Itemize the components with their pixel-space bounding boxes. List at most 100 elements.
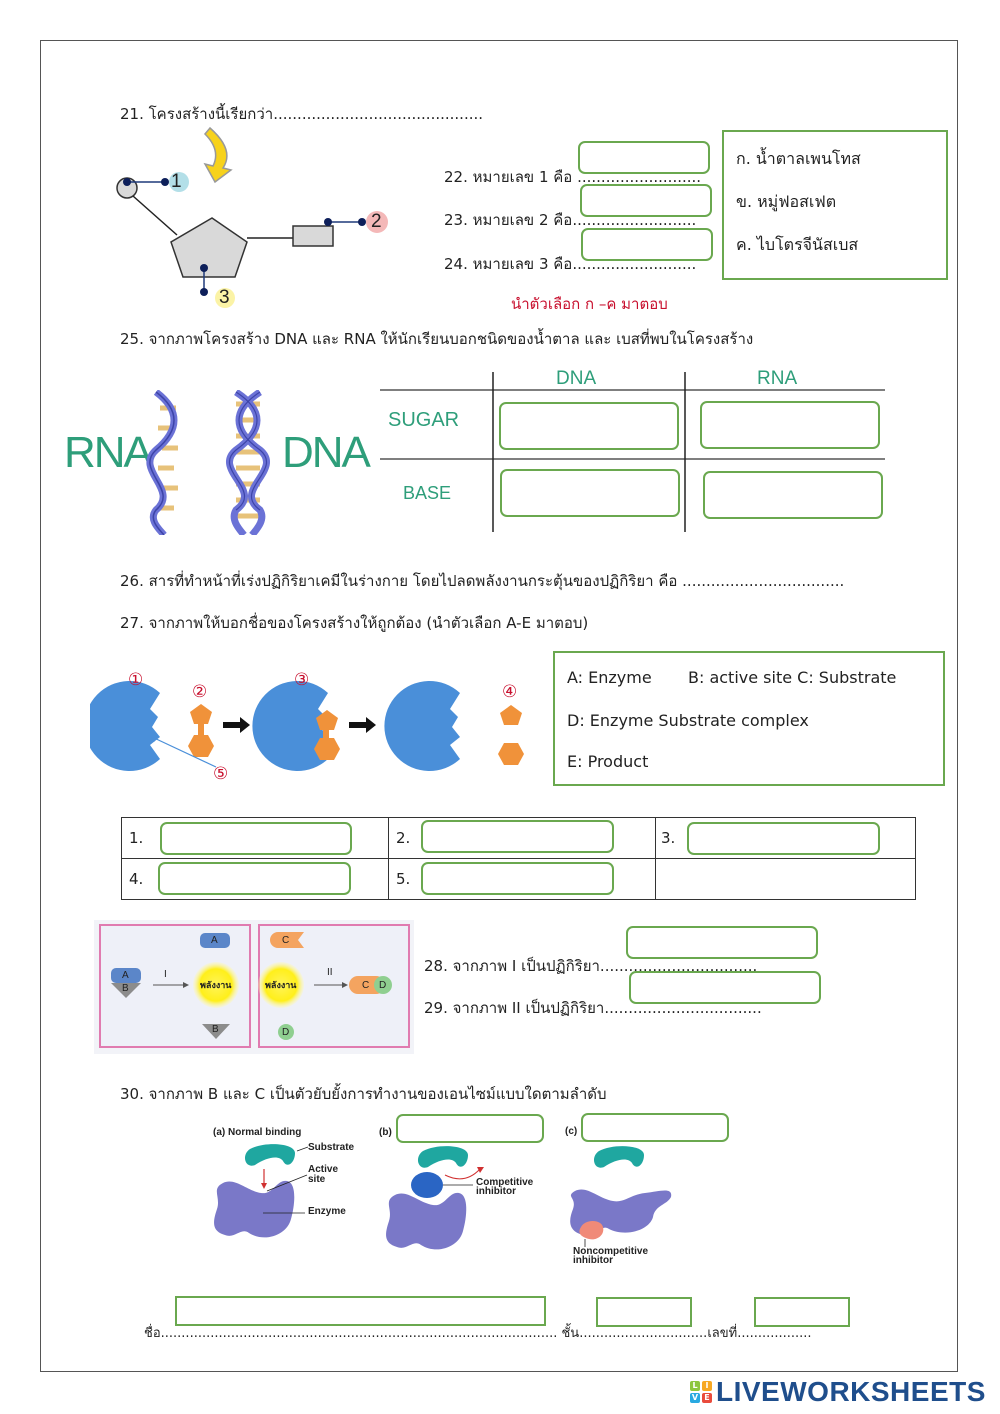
substrate-c bbox=[593, 1146, 644, 1168]
logo-letter-l: L bbox=[690, 1381, 700, 1391]
answer-27-4[interactable] bbox=[158, 862, 351, 895]
table-row-base: BASE bbox=[403, 483, 452, 503]
option-kho: ข. หมู่ฟอสเฟต bbox=[736, 192, 837, 211]
answer-27-2[interactable] bbox=[421, 820, 614, 853]
sugar-base-table-lines bbox=[380, 372, 885, 532]
enzyme-complex bbox=[252, 681, 328, 771]
noncompetitive-inhibitor bbox=[579, 1221, 604, 1240]
class-label: ชั้น bbox=[561, 1326, 580, 1341]
energy-sun-2 bbox=[258, 962, 304, 1008]
curved-arrow-icon bbox=[203, 126, 233, 184]
options-instruction: นำตัวเลือก ก –ค มาตอบ bbox=[511, 295, 668, 313]
name-input[interactable] bbox=[175, 1296, 546, 1326]
name-dots: ........................................… bbox=[160, 1326, 558, 1341]
answer-22-input[interactable] bbox=[578, 141, 710, 174]
arrow-icons bbox=[223, 717, 376, 733]
number-4-marker: ④ bbox=[502, 682, 518, 702]
product-d-label: D bbox=[379, 980, 387, 991]
active-site-label-1: Active bbox=[308, 1164, 339, 1175]
answer-29-input[interactable] bbox=[629, 971, 821, 1004]
grid-label-4: 4. bbox=[129, 870, 144, 888]
question-28: 28. จากภาพ I เป็นปฏิกิริยา..............… bbox=[424, 954, 757, 978]
pentagon-sugar bbox=[170, 217, 248, 278]
label-3-bubble bbox=[215, 288, 235, 308]
answer-27-3[interactable] bbox=[687, 822, 880, 855]
label-3: 3 bbox=[219, 287, 230, 308]
option-b-c: B: active site C: Substrate bbox=[688, 668, 897, 687]
product-hexagon bbox=[498, 743, 524, 765]
number-label: เลขที่ bbox=[707, 1326, 738, 1341]
dna-label: DNA bbox=[282, 428, 371, 477]
question-21-dots: ........................................… bbox=[273, 105, 484, 123]
reactant-d bbox=[278, 1024, 294, 1040]
question-25: 25. จากภาพโครงสร้าง DNA และ RNA ให้นักเร… bbox=[120, 330, 754, 348]
noncompetitive-label-1: Noncompetitive bbox=[573, 1246, 649, 1257]
enzyme-substrate-diagram bbox=[90, 681, 524, 771]
base-rectangle bbox=[292, 225, 334, 247]
answer-rna-sugar[interactable] bbox=[700, 401, 880, 449]
liveworksheets-logo[interactable]: L I V E LIVEWORKSHEETS bbox=[690, 1376, 986, 1408]
number-dots: .................. bbox=[737, 1326, 812, 1341]
question-26-dots: .................................. bbox=[682, 572, 845, 590]
answer-28-input[interactable] bbox=[626, 926, 818, 959]
grid-label-5: 5. bbox=[396, 870, 411, 888]
logo-letter-e: E bbox=[702, 1393, 712, 1403]
question-21: 21. โครงสร้างนี้เรียกว่า................… bbox=[120, 102, 483, 126]
number-input[interactable] bbox=[754, 1297, 850, 1327]
answer-dna-sugar[interactable] bbox=[499, 402, 679, 450]
active-site-label-2: site bbox=[308, 1174, 326, 1185]
block-c-top bbox=[270, 932, 304, 948]
inhibition-diagram bbox=[214, 1144, 672, 1250]
block-a-top bbox=[200, 933, 230, 948]
panel-c-title: (c) bbox=[565, 1126, 578, 1137]
arrow-label-i: I bbox=[164, 969, 167, 980]
product-pentagon bbox=[500, 705, 522, 725]
answer-rna-base[interactable] bbox=[703, 471, 883, 519]
question-24-text: 24. หมายเลข 3 คือ bbox=[444, 255, 573, 273]
block-c-label: C bbox=[282, 935, 290, 946]
table-row-sugar: SUGAR bbox=[388, 409, 460, 431]
answer-27-5[interactable] bbox=[421, 862, 614, 895]
substrate-label: Substrate bbox=[308, 1142, 355, 1153]
competitive-label-2: inhibitor bbox=[476, 1186, 516, 1197]
substrate-pentagon bbox=[190, 704, 212, 724]
competitive-inhibitor bbox=[411, 1172, 443, 1198]
block-b-right-label: B bbox=[212, 1024, 219, 1035]
options-box-27 bbox=[553, 651, 945, 786]
block-a-left-label: A bbox=[122, 970, 129, 981]
grid-label-2: 2. bbox=[396, 829, 411, 847]
live-squares-icon: L I V E bbox=[690, 1381, 712, 1403]
number-5-marker: ⑤ bbox=[213, 764, 229, 784]
class-input[interactable] bbox=[596, 1297, 692, 1327]
grid-label-1: 1. bbox=[129, 829, 144, 847]
option-kho-khwai: ค. ไบโตรจีนัสเบส bbox=[736, 235, 859, 254]
question-26-text: 26. สารที่ทำหน้าที่เร่งปฏิกิริยาเคมีในร่… bbox=[120, 572, 678, 590]
question-29-text: 29. จากภาพ II เป็นปฏิกิริยา bbox=[424, 999, 605, 1017]
block-b-left bbox=[111, 983, 141, 998]
question-27: 27. จากภาพให้บอกชื่อของโครงสร้างให้ถูกต้… bbox=[120, 614, 589, 632]
answer-30-b[interactable] bbox=[396, 1114, 544, 1143]
question-28-dots: ................................. bbox=[599, 957, 758, 975]
block-b-right bbox=[202, 1024, 230, 1039]
nucleotide-diagram bbox=[116, 126, 388, 308]
label-1: 1 bbox=[171, 171, 182, 192]
grid-cell-empty bbox=[655, 858, 916, 900]
energy-sun-1 bbox=[193, 962, 239, 1008]
enzyme-label: Enzyme bbox=[308, 1206, 346, 1217]
panel-b-title: (b) bbox=[379, 1127, 392, 1138]
question-26: 26. สารที่ทำหน้าที่เร่งปฏิกิริยาเคมีในร่… bbox=[120, 569, 844, 593]
logo-letter-i: I bbox=[702, 1381, 712, 1391]
answer-30-c[interactable] bbox=[581, 1113, 729, 1142]
answer-27-1[interactable] bbox=[160, 822, 352, 855]
answer-24-input[interactable] bbox=[581, 228, 713, 261]
label-2-bubble bbox=[366, 211, 388, 233]
reaction-shapes bbox=[111, 932, 392, 1040]
reactant-d-label: D bbox=[282, 1027, 290, 1038]
enzyme-a bbox=[214, 1180, 295, 1238]
answer-dna-base[interactable] bbox=[500, 469, 680, 517]
question-30: 30. จากภาพ B และ C เป็นตัวยับยั้งการทำงา… bbox=[120, 1085, 607, 1103]
table-header-dna: DNA bbox=[556, 368, 597, 389]
substrate-hexagon bbox=[188, 735, 214, 757]
answer-23-input[interactable] bbox=[580, 184, 712, 217]
question-21-text: 21. โครงสร้างนี้เรียกว่า bbox=[120, 105, 274, 123]
